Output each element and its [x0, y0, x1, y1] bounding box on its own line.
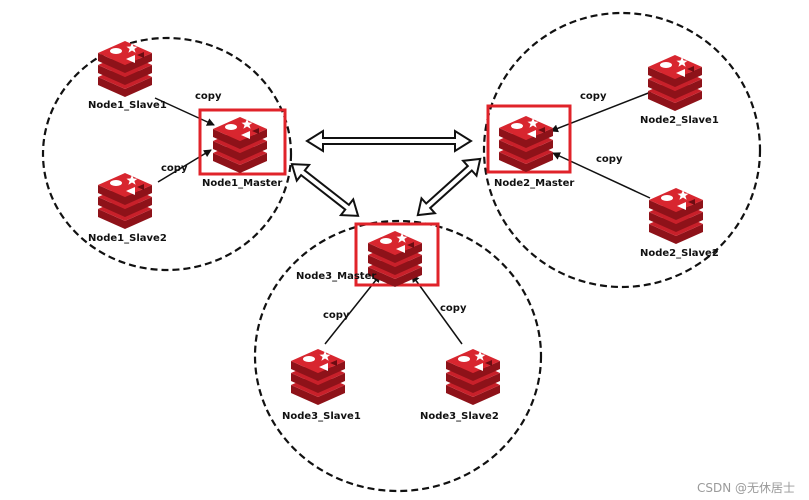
node2-slave2-label: Node2_Slave2	[640, 248, 719, 259]
copy-label: copy	[161, 163, 188, 174]
redis-logo-icon	[446, 349, 500, 405]
copy-arrow-node2-slave1	[550, 91, 652, 133]
redis-logo-icon	[98, 41, 152, 97]
master-link-node2-node3	[416, 157, 482, 217]
node2-master-frame	[486, 104, 572, 174]
node1-master-label: Node1_Master	[202, 178, 282, 189]
redis-logo-icon	[499, 116, 553, 172]
redis-logo-icon	[98, 173, 152, 229]
cluster-node2-boundary	[482, 11, 762, 289]
copy-arrow-node1-slave2	[157, 149, 212, 183]
cluster-node1-boundary	[41, 36, 293, 272]
copy-label: copy	[440, 303, 467, 314]
redis-logo-icon	[648, 55, 702, 111]
watermark: CSDN @无休居士	[697, 481, 795, 495]
copy-arrow-node1-slave1	[154, 97, 215, 126]
node1-master-frame	[198, 108, 287, 176]
node2-master-label: Node2_Master	[494, 178, 574, 189]
master-link-node1-node3	[290, 163, 360, 217]
copy-label: copy	[195, 91, 222, 102]
node3-slave2-label: Node3_Slave2	[420, 411, 499, 422]
redis-logo-icon	[649, 188, 703, 244]
master-link-node1-node2	[305, 129, 473, 153]
copy-label: copy	[580, 91, 607, 102]
node3-master-label: Node3_Master	[296, 271, 376, 282]
copy-label: copy	[323, 310, 350, 321]
cluster-node3-boundary	[253, 219, 543, 493]
redis-logo-icon	[291, 349, 345, 405]
copy-label: copy	[596, 154, 623, 165]
node3-slave1-label: Node3_Slave1	[282, 411, 361, 422]
node1-slave1-label: Node1_Slave1	[88, 100, 167, 111]
redis-logo-icon	[213, 117, 267, 173]
node1-slave2-label: Node1_Slave2	[88, 233, 167, 244]
node2-slave1-label: Node2_Slave1	[640, 115, 719, 126]
